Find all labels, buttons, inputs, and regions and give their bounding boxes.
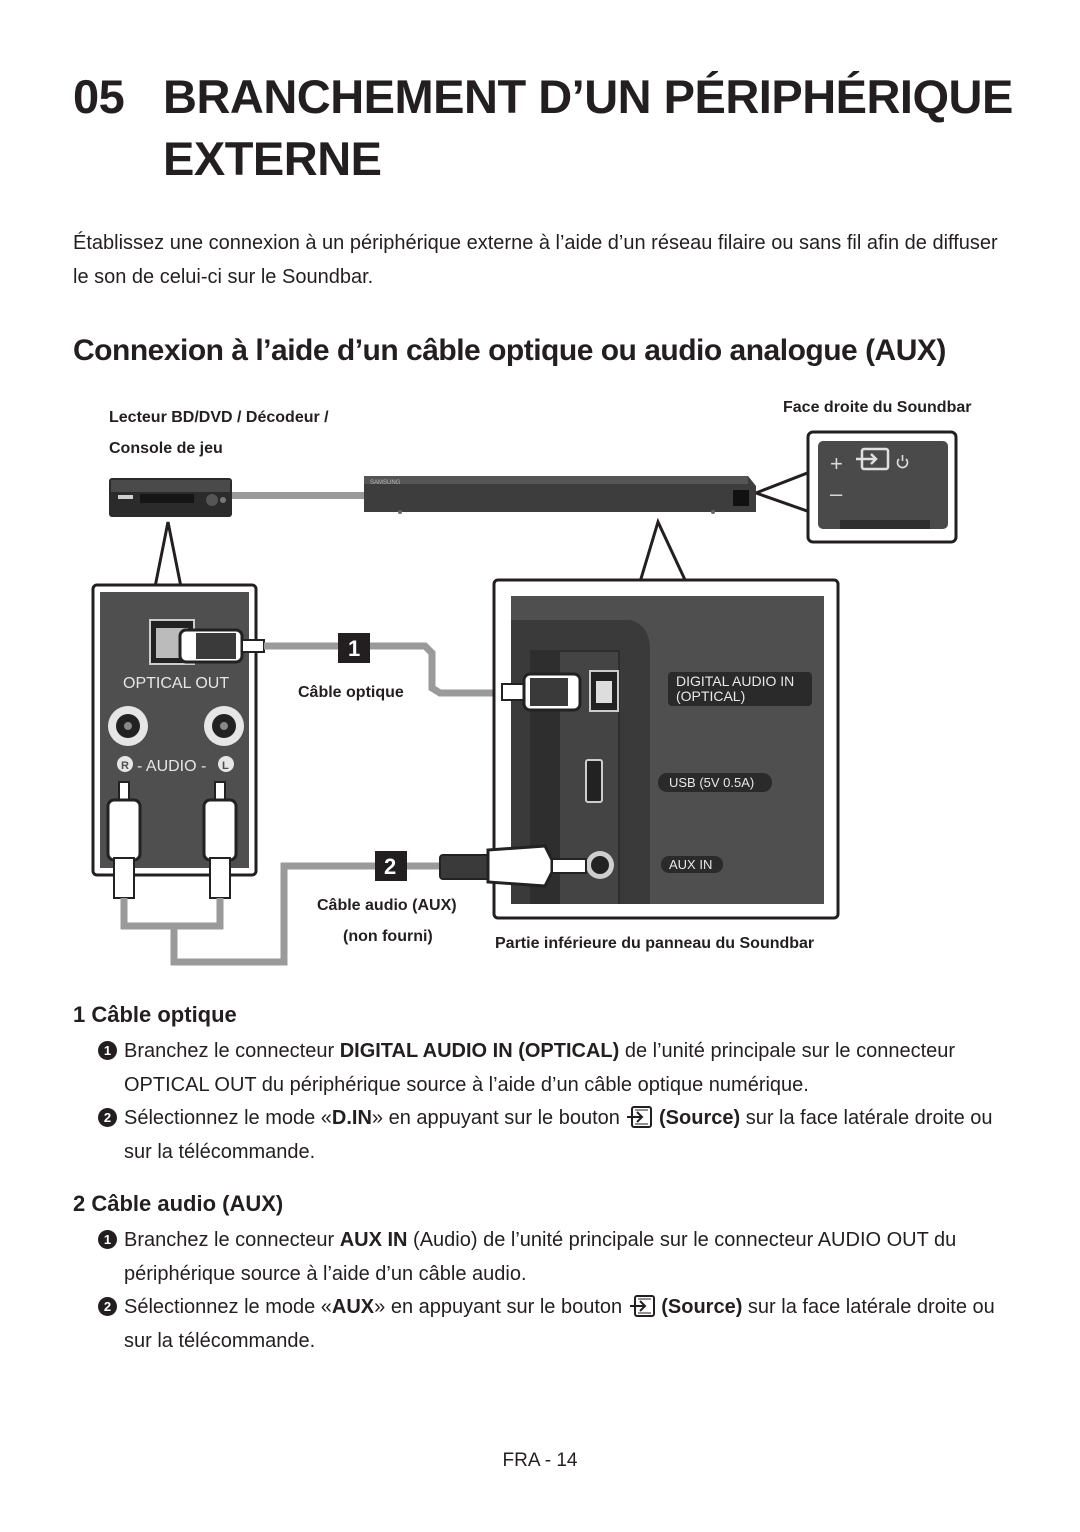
step-number: 2 [98, 1108, 117, 1127]
aux-cable-label: Câble audio (AUX) [317, 897, 457, 914]
rca-plug-left [202, 781, 238, 899]
step-aux-1: 1 Branchez le connecteur AUX IN (Audio) … [98, 1223, 1013, 1291]
aux-in-label: AUX IN [669, 857, 712, 872]
optical-plug-source [178, 628, 265, 664]
optical-sub-label: (OPTICAL) [676, 688, 745, 704]
chapter-number: 05 [73, 70, 125, 123]
step-number: 1 [98, 1230, 117, 1249]
connection-diagram: SAMSUNG + – OPTICAL OUT R - AUDIO - L [91, 430, 958, 966]
audio-label: - AUDIO - [137, 758, 206, 775]
rca-plug-right [106, 781, 142, 899]
source-button-icon [627, 1106, 653, 1128]
page-footer: FRA - 14 [502, 1450, 578, 1471]
page-title: 05 BRANCHEMENT D’UN PÉRIPHÉRIQUE EXTERNE [73, 66, 1013, 190]
step-number: 2 [98, 1297, 117, 1316]
bd-dvd-player [109, 478, 232, 517]
soundbar-bottom-panel [492, 578, 840, 920]
bottom-panel-label: Partie inférieure du panneau du Soundbar [495, 935, 815, 952]
power-icon [896, 455, 909, 469]
subheading-optical: 1 Câble optique [73, 1002, 237, 1027]
volume-up-icon: + [830, 451, 843, 476]
step-number: 1 [98, 1041, 117, 1060]
soundbar-brand: SAMSUNG [370, 480, 401, 486]
source-button-icon [629, 1295, 655, 1317]
optical-out-label: OPTICAL OUT [123, 675, 229, 692]
volume-down-icon: – [830, 481, 843, 506]
badge-2: 2 [384, 854, 396, 879]
title-line-2: EXTERNE [163, 132, 382, 185]
soundbar [364, 476, 756, 514]
step-optical-2: 2 Sélectionnez le mode «D.IN» en appuyan… [98, 1101, 1013, 1169]
source-icon [856, 447, 890, 471]
l-label: L [222, 760, 229, 772]
usb-label: USB (5V 0.5A) [669, 775, 754, 790]
aux-plug [439, 844, 587, 888]
title-line-1: BRANCHEMENT D’UN PÉRIPHÉRIQUE [163, 70, 1013, 123]
step-optical-1: 1 Branchez le connecteur DIGITAL AUDIO I… [98, 1034, 1013, 1102]
badge-1: 1 [348, 636, 360, 661]
subheading-aux: 2 Câble audio (AUX) [73, 1191, 284, 1216]
optical-plug-soundbar [501, 672, 582, 712]
intro-paragraph: Établissez une connexion à un périphériq… [73, 232, 998, 288]
badge-1-box [338, 633, 370, 663]
r-label: R [121, 760, 129, 772]
section-heading: Connexion à l’aide d’un câble optique ou… [73, 334, 946, 367]
device-label-line-2: Console de jeu [109, 440, 223, 457]
optical-cable-label: Câble optique [298, 684, 404, 701]
badge-2-box [375, 851, 407, 881]
right-face-callout [806, 430, 958, 544]
aux-not-supplied-label: (non fourni) [343, 928, 433, 945]
right-side-label: Face droite du Soundbar [783, 399, 972, 416]
step-aux-2: 2 Sélectionnez le mode «AUX» en appuyant… [98, 1290, 1013, 1358]
digital-audio-in-label: DIGITAL AUDIO IN [676, 673, 794, 689]
device-label-line-1: Lecteur BD/DVD / Décodeur / [109, 409, 329, 426]
